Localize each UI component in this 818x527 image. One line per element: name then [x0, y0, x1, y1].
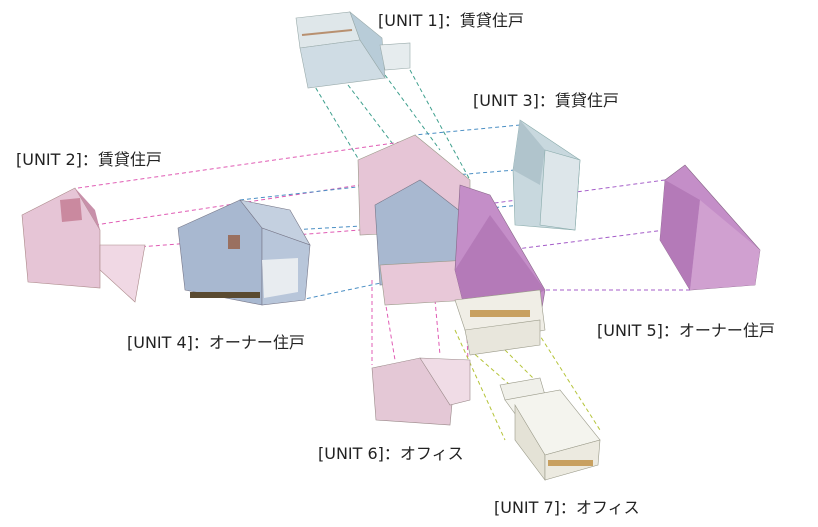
unit3-label: [UNIT 3]：賃貸住戸 — [473, 91, 619, 110]
unit7-guide-lines — [454, 319, 601, 441]
unit5-model — [659, 164, 761, 291]
unit1-label: [UNIT 1]：賃貸住戸 — [378, 11, 524, 30]
unit7-model — [499, 377, 601, 481]
unit4-model — [177, 199, 311, 306]
unit1-model — [295, 11, 411, 89]
unit6-model — [371, 357, 471, 426]
unit3-guide-lines — [414, 124, 521, 211]
assembled-building-model — [357, 134, 546, 356]
unit2-label: [UNIT 2]：賃貸住戸 — [16, 150, 162, 169]
unit3-model — [512, 119, 581, 231]
unit2-model — [21, 187, 146, 303]
unit5-label: [UNIT 5]：オーナー住戸 — [597, 321, 775, 340]
unit7-label: [UNIT 7]：オフィス — [494, 498, 640, 517]
unit6-label: [UNIT 6]：オフィス — [318, 444, 464, 463]
unit4-label: [UNIT 4]：オーナー住戸 — [127, 333, 305, 352]
